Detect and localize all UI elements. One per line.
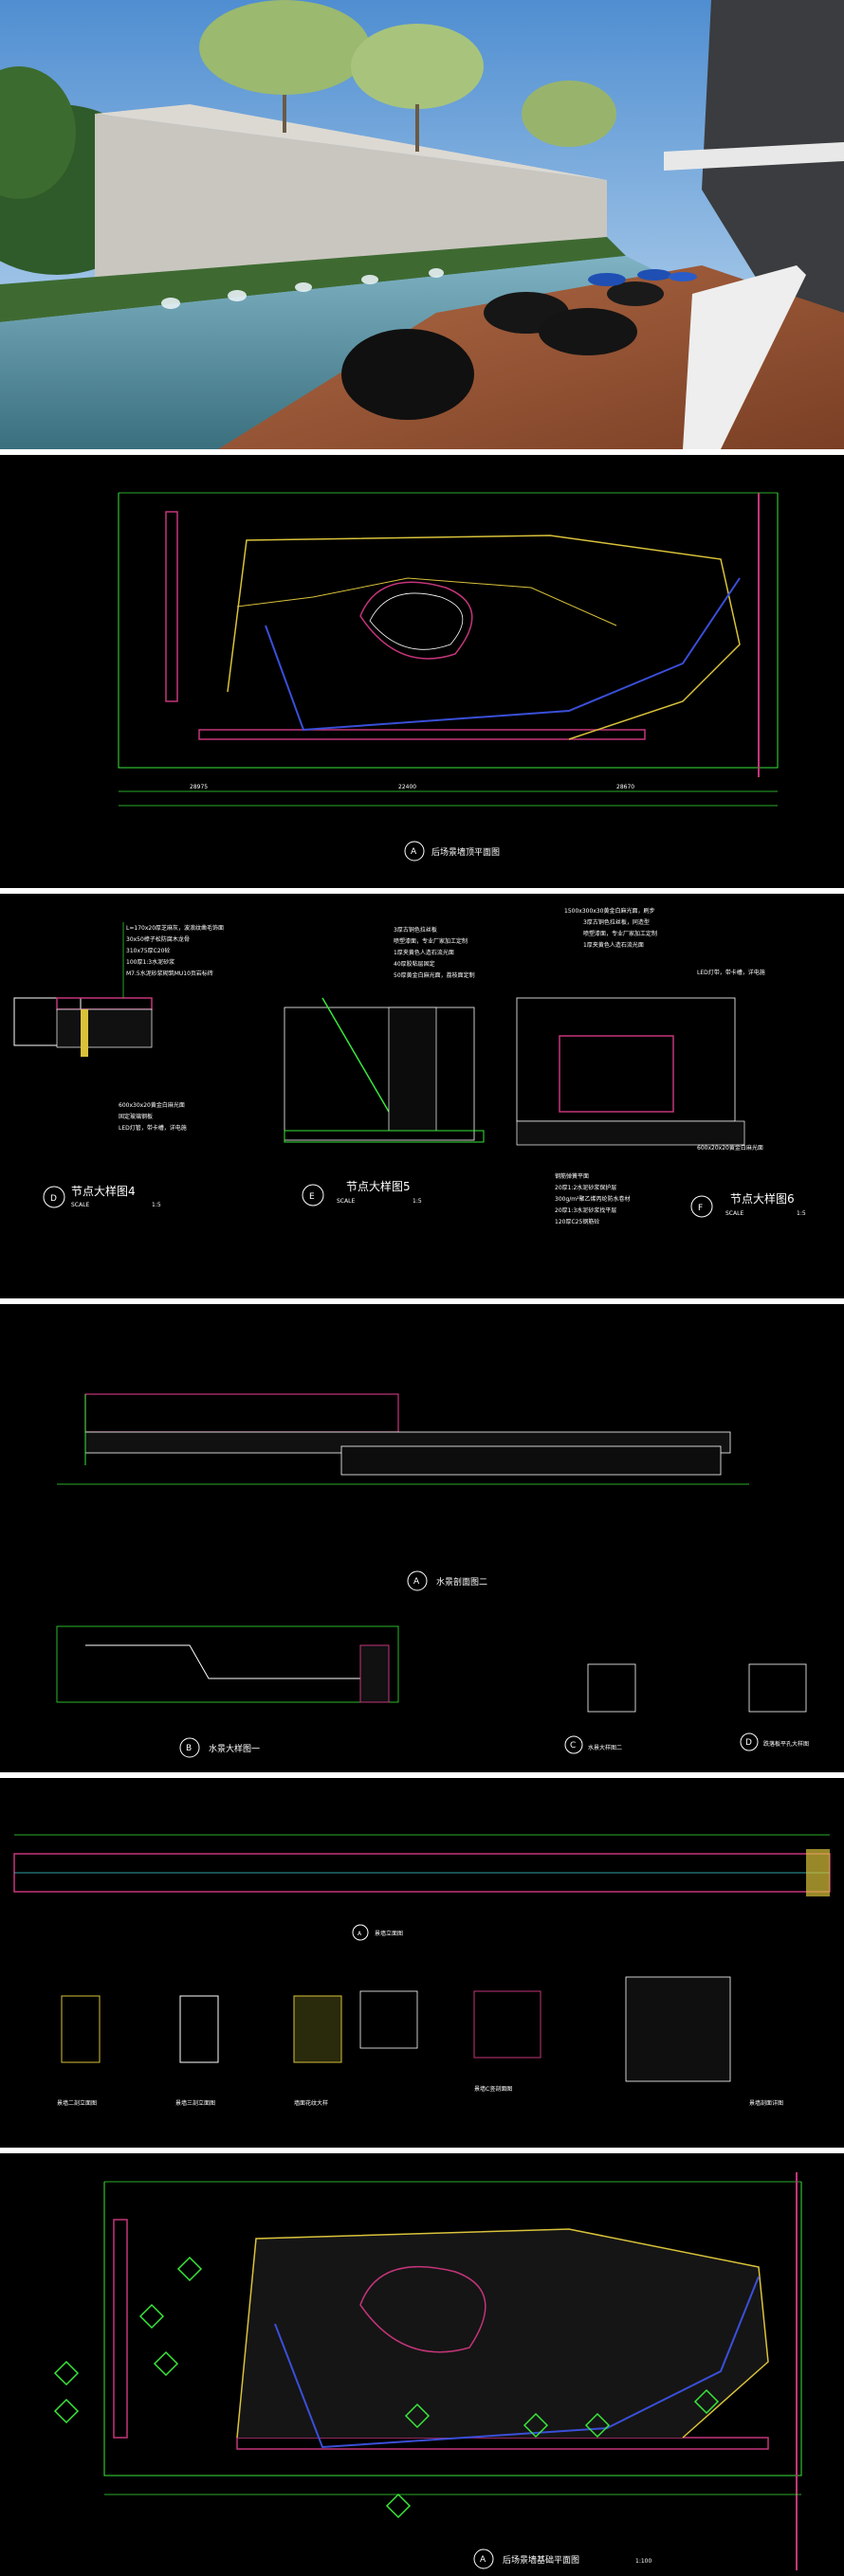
detail-d: L=170x20厚芝麻灰，波浪纹凿毛饰面 30x50樟子松防腐木龙骨 310x7… xyxy=(13,922,224,1208)
note-f-5: LED灯带，带卡槽，详电施 xyxy=(697,969,765,976)
note-f-bottom-2: 钢筋弹簧平面 xyxy=(555,1172,589,1180)
note-d-3: 310x75厚C20砼 xyxy=(126,947,170,954)
note-d-2: 30x50樟子松防腐木龙骨 xyxy=(126,935,190,943)
note-d-4: 100厚1:3水泥砂浆 xyxy=(126,958,174,966)
note-f-bottom-4: 300g/m²聚乙烯丙纶防水卷材 xyxy=(555,1195,631,1203)
note-f-4: 1厚夹黄色人造石流光面 xyxy=(583,941,644,949)
elev-b-label: 景墙二剖立面图 xyxy=(57,2099,97,2107)
detail-e-letter: E xyxy=(309,1192,315,1202)
section-a-letter: A xyxy=(413,1577,420,1587)
section-b-title: 水景大样图一 xyxy=(209,1743,260,1754)
note-e-1: 3厚古铜色拉丝板 xyxy=(394,926,437,934)
note-d-bottom-3: LED灯管，带卡槽，详电施 xyxy=(119,1124,187,1132)
note-f-bottom-6: 120厚C25钢筋砼 xyxy=(555,1218,599,1225)
note-f-1: 1500x300x30黄金白麻光面，刷步 xyxy=(564,907,654,915)
detail-f-letter: F xyxy=(698,1204,703,1213)
section-a-title: 水景剖面图二 xyxy=(436,1576,487,1587)
plan-top-title-circle xyxy=(404,841,425,862)
section-d-letter: D xyxy=(745,1738,752,1748)
detail-f-title: 节点大样图6 xyxy=(730,1191,795,1206)
foundation-plan-drawing: A 后场景墙基础平面图 1:100 xyxy=(0,2153,844,2576)
note-d-bottom-2: 固定玻璃钢板 xyxy=(119,1113,153,1120)
note-f-3: 喷塑漆面，专业厂家加工定制 xyxy=(583,930,657,937)
water-section-svg: A 水景剖面图二 B 水景大样图一 C 水景大样图二 D 跌落板平孔大样图 xyxy=(0,1304,844,1772)
note-f-bottom-5: 20厚1:3水泥砂浆找平层 xyxy=(555,1206,616,1214)
detail-d-scale-word: SCALE xyxy=(71,1202,89,1208)
plan-bottom-title-letter: A xyxy=(480,2555,486,2565)
note-e-2: 喷塑漆面，专业厂家加工定制 xyxy=(394,937,468,945)
elev-e-label: 景墙C竖剖面图 xyxy=(474,2085,512,2093)
detail-d-title: 节点大样图4 xyxy=(71,1184,136,1198)
section-d-title: 跌落板平孔大样图 xyxy=(763,1740,809,1748)
plan-bottom-title: 后场景墙基础平面图 xyxy=(503,2554,579,2566)
detail-e-scale: 1:5 xyxy=(413,1198,422,1205)
detail-f-scale: 1:5 xyxy=(797,1210,806,1217)
note-e-3: 1厚夹黄色人造石流光面 xyxy=(394,949,454,956)
elev-a-letter: A xyxy=(358,1931,362,1937)
note-e-5: 50厚黄金白麻光面，荔枝面定制 xyxy=(394,971,475,979)
dim-2: 22400 xyxy=(398,784,416,790)
detail-def-svg: L=170x20厚芝麻灰，波浪纹凿毛饰面 30x50樟子松防腐木龙骨 310x7… xyxy=(0,894,844,1298)
plan-top-svg: 28975 22400 28670 A 后场景墙顶平面图 xyxy=(0,455,844,888)
landscape-photo-drawing xyxy=(0,0,844,449)
detail-d-scale: 1:5 xyxy=(152,1202,161,1208)
note-f-2: 3厚古铜色拉丝板，同造型 xyxy=(583,918,650,926)
plan-top-title: 后场景墙顶平面图 xyxy=(431,846,500,858)
elev-f-label: 景墙剖面详图 xyxy=(749,2099,783,2107)
water-section-drawings: A 水景剖面图二 B 水景大样图一 C 水景大样图二 D 跌落板平孔大样图 xyxy=(0,1304,844,1772)
note-d-5: M7.5水泥砂浆砌筑MU10页岩标砖 xyxy=(126,970,213,977)
detail-e-title: 节点大样图5 xyxy=(346,1179,411,1193)
wall-elevation-drawings: A 景墙立面图 景墙二剖立面图 景墙三剖立面图 墙面花纹大样 景墙C竖剖面图 景… xyxy=(0,1778,844,2148)
detail-f: 1500x300x30黄金白麻光面，刷步 3厚古铜色拉丝板，同造型 喷塑漆面，专… xyxy=(516,907,806,1225)
section-c-title: 水景大样图二 xyxy=(588,1744,622,1751)
detail-e: 3厚古铜色拉丝板 喷塑漆面，专业厂家加工定制 1厚夹黄色人造石流光面 40厚胶粘… xyxy=(284,926,485,1206)
elev-a-title: 景墙立面图 xyxy=(375,1930,403,1937)
section-b-letter: B xyxy=(186,1744,192,1753)
section-c-letter: C xyxy=(570,1741,576,1751)
foundation-plan-svg: A 后场景墙基础平面图 1:100 xyxy=(0,2153,844,2576)
note-e-4: 40厚胶粘层固定 xyxy=(394,960,435,968)
dim-1: 28975 xyxy=(190,784,208,790)
note-d-1: L=170x20厚芝麻灰，波浪纹凿毛饰面 xyxy=(126,924,224,932)
note-d-bottom-1: 600x30x20黄金白麻光面 xyxy=(119,1101,185,1109)
plan-drawing-top: 28975 22400 28670 A 后场景墙顶平面图 xyxy=(0,455,844,888)
wall-elevation-svg: A 景墙立面图 景墙二剖立面图 景墙三剖立面图 墙面花纹大样 景墙C竖剖面图 景… xyxy=(0,1778,844,2148)
detail-f-scale-word: SCALE xyxy=(725,1210,743,1217)
elev-d-label: 墙面花纹大样 xyxy=(294,2099,328,2107)
dim-3: 28670 xyxy=(616,784,634,790)
detail-d-letter: D xyxy=(50,1194,57,1204)
plan-top-title-letter: A xyxy=(411,847,417,857)
plan-bottom-scale: 1:100 xyxy=(635,2558,651,2565)
elev-c-label: 景墙三剖立面图 xyxy=(175,2099,215,2107)
landscape-photo xyxy=(0,0,844,449)
note-f-bottom-3: 20厚1:2水泥砂浆保护层 xyxy=(555,1184,616,1191)
detail-drawings-def: L=170x20厚芝麻灰，波浪纹凿毛饰面 30x50樟子松防腐木龙骨 310x7… xyxy=(0,894,844,1298)
detail-e-scale-word: SCALE xyxy=(337,1198,355,1205)
note-f-bottom-1: 600x20x20黄金白麻光面 xyxy=(697,1144,763,1152)
